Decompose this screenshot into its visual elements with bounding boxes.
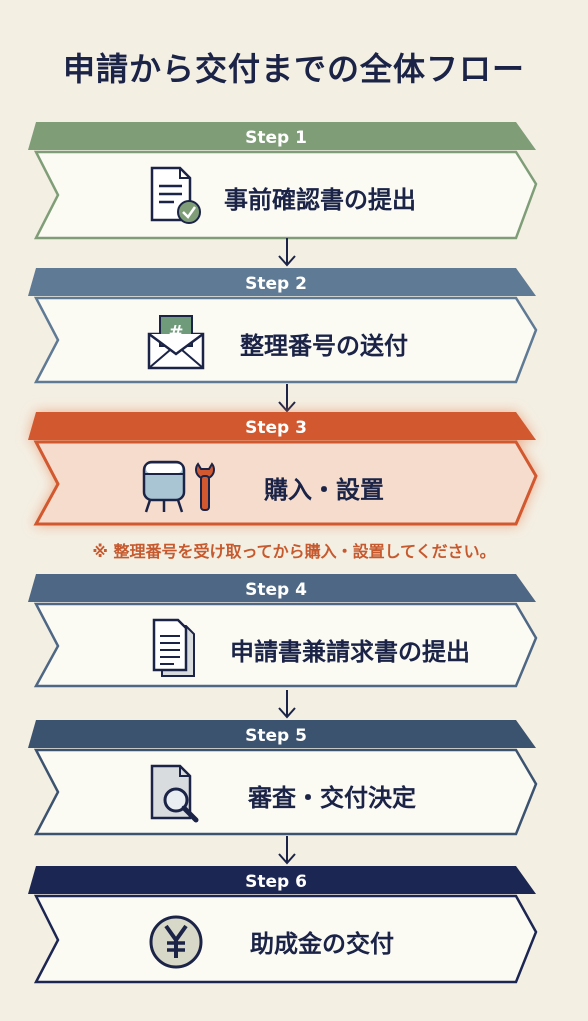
flow-step-2: Step 2 # 整理番号の送付 xyxy=(28,268,548,392)
envelope-number-icon: # xyxy=(146,312,206,372)
flow-step-5: Step 5 審査・交付決定 xyxy=(28,720,548,844)
arrow-down-icon xyxy=(278,836,296,865)
page-title: 申請から交付までの全体フロー xyxy=(62,50,525,88)
step-6-text: 助成金の交付 xyxy=(250,930,394,958)
arrow-down-icon xyxy=(278,384,296,413)
warning-note: ※ 整理番号を受け取ってから購入・設置してください。 xyxy=(92,542,496,561)
step-6-label: Step 6 xyxy=(245,872,307,892)
document-search-icon xyxy=(146,764,206,824)
documents-icon xyxy=(146,618,206,678)
step-5-text: 審査・交付決定 xyxy=(248,784,416,812)
flow-step-6: Step 6 助成金の交付 xyxy=(28,866,548,990)
step-1-label: Step 1 xyxy=(245,128,307,148)
flow-step-3: Step 3 購入・設置 xyxy=(28,412,548,536)
step-4-text: 申請書兼請求書の提出 xyxy=(230,638,470,666)
step-2-text: 整理番号の送付 xyxy=(240,332,408,360)
flow-step-1: Step 1 事前確認書の提出 xyxy=(28,122,548,246)
flow-step-4: Step 4 申請書兼請求書の提出 xyxy=(28,574,548,698)
step-2-label: Step 2 xyxy=(245,274,307,294)
arrow-down-icon xyxy=(278,690,296,719)
step-3-label: Step 3 xyxy=(245,418,307,438)
step-4-label: Step 4 xyxy=(245,580,307,600)
step-5-label: Step 5 xyxy=(245,726,307,746)
yen-coin-icon xyxy=(146,910,206,970)
water-heater-wrench-icon xyxy=(140,456,220,516)
arrow-down-icon xyxy=(278,238,296,267)
step-3-text: 購入・設置 xyxy=(264,476,384,504)
document-check-icon xyxy=(146,166,206,226)
step-1-text: 事前確認書の提出 xyxy=(224,186,416,214)
